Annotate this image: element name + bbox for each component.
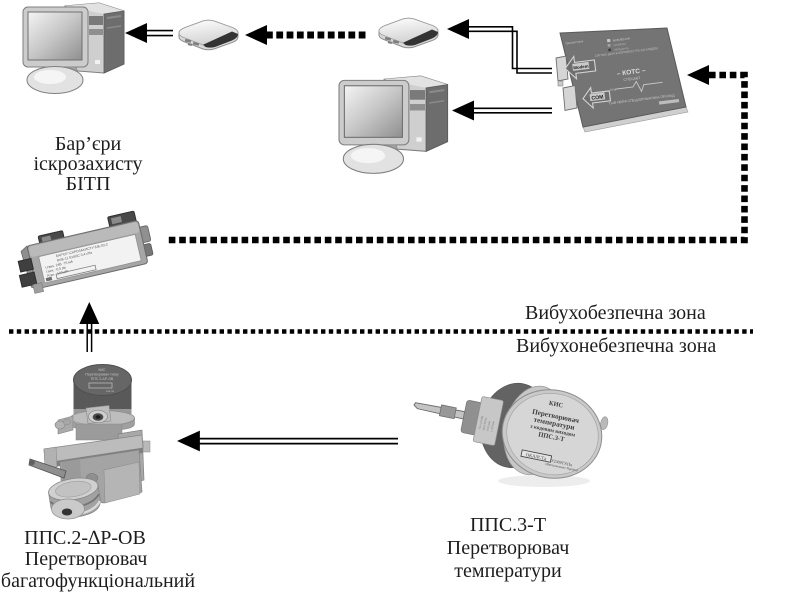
svg-text:Modem: Modem (573, 64, 589, 71)
svg-text:– КОТС –: – КОТС – (616, 67, 646, 78)
svg-text:НСХ К(ХА): НСХ К(ХА) (481, 417, 487, 430)
svg-text:Транзисторні: Транзисторні (565, 39, 584, 45)
svg-text:ТХА 1ХА(К): ТХА 1ХА(К) (477, 415, 484, 430)
svg-text:L 120 мм: L 120 мм (489, 421, 495, 432)
svg-text:КИС: КИС (548, 400, 564, 410)
svg-text:У2309ТУ.Пд: У2309ТУ.Пд (551, 458, 573, 467)
svg-text:COM: COM (591, 94, 604, 101)
svg-text:Перетворювач тиску: Перетворювач тиску (85, 373, 119, 377)
svg-text:d 0,5 мм: d 0,5 мм (485, 421, 491, 432)
svg-text:ЖИВЛЕННЯ: ЖИВЛЕННЯ (612, 37, 630, 43)
svg-text:I:вих.: I:вих. -0,5 рік (46, 265, 67, 274)
svg-text:КИС: КИС (98, 368, 106, 372)
svg-text:СПЕЦАВТ: СПЕЦАВТ (623, 76, 641, 82)
svg-text:ВИБ-11 ExibIIC 0: ВИБ-11 ExibIIC 0,4 кПа (57, 251, 93, 263)
svg-text:ПРИЙОМ: ПРИЙОМ (613, 42, 626, 48)
svg-text:ППС 2-ΔР-ОВ: ППС 2-ΔР-ОВ (91, 377, 114, 381)
svg-text:(Виготовлювач Україна): (Виготовлювач Україна) (545, 462, 578, 472)
svg-text:ПЕРЕДАЧА: ПЕРЕДАЧА (614, 46, 629, 52)
svg-text:СИГНАЛ ДАНІ ІНТЕРФЕЙСУ RS-232: СИГНАЛ ДАНІ ІНТЕРФЕЙСУ RS-232 МОДЕМ (595, 46, 659, 58)
svg-text:зав №: зав № (106, 389, 114, 393)
svg-text:U:вих. 24В: U:вих. 24В ·75 мА (45, 259, 74, 269)
svg-text:Вхід: Вхід (610, 87, 616, 92)
svg-text:ОКАЛСТд: ОКАЛСТд (525, 452, 547, 461)
